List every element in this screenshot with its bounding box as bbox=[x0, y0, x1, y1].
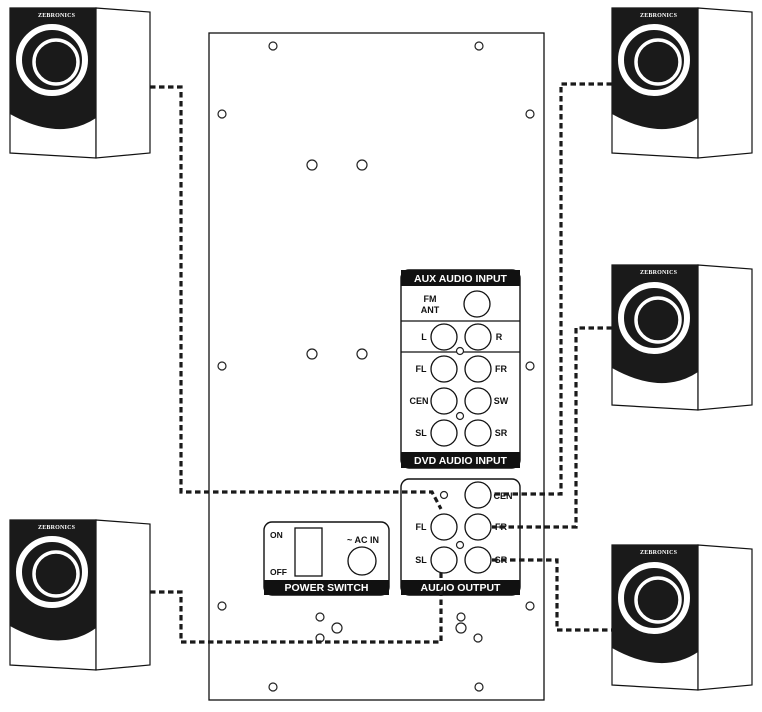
speaker-surround-right: ZEBRONICS bbox=[611, 544, 753, 691]
dvd-sl-jack[interactable] bbox=[430, 419, 458, 447]
dvd-sr-label: SR bbox=[495, 428, 508, 438]
panel-screw bbox=[455, 346, 465, 356]
panel-screw bbox=[439, 490, 449, 500]
aux-right-jack[interactable] bbox=[464, 323, 492, 351]
wire-surround-right bbox=[492, 558, 612, 632]
wire-front-right bbox=[492, 82, 612, 496]
ac-in-socket[interactable] bbox=[347, 546, 377, 576]
speaker-brand-label: ZEBRONICS bbox=[640, 270, 678, 276]
input-panel: AUX AUDIO INPUT DVD AUDIO INPUT FM ANT L… bbox=[400, 269, 521, 469]
dvd-fl-label: FL bbox=[416, 364, 427, 374]
speaker-brand-label: ZEBRONICS bbox=[640, 550, 678, 556]
speaker-front-right: ZEBRONICS bbox=[611, 7, 753, 159]
speaker-front-left: ZEBRONICS bbox=[9, 7, 151, 159]
out-sl-label: SL bbox=[415, 555, 427, 565]
speaker-brand-label: ZEBRONICS bbox=[640, 13, 678, 19]
dvd-fr-jack[interactable] bbox=[464, 355, 492, 383]
panel-screw bbox=[455, 411, 465, 421]
fm-ant-label-2: ANT bbox=[421, 305, 440, 315]
dvd-sw-jack[interactable] bbox=[464, 387, 492, 415]
dvd-audio-input-title: DVD AUDIO INPUT bbox=[414, 455, 508, 467]
out-sr-jack[interactable] bbox=[464, 546, 492, 574]
fm-ant-label: FM bbox=[424, 294, 437, 304]
power-switch-title: POWER SWITCH bbox=[285, 582, 369, 594]
power-rocker-switch[interactable] bbox=[294, 527, 323, 577]
dvd-header-bar bbox=[401, 452, 520, 468]
dvd-fr-label: FR bbox=[495, 364, 507, 374]
out-fr-jack[interactable] bbox=[464, 513, 492, 541]
speaker-center: ZEBRONICS bbox=[611, 264, 753, 411]
speaker-brand-label: ZEBRONICS bbox=[38, 525, 76, 531]
dvd-cen-jack[interactable] bbox=[430, 387, 458, 415]
power-off-label: OFF bbox=[270, 567, 287, 577]
dvd-sl-label: SL bbox=[415, 428, 427, 438]
ac-in-label: ~ AC IN bbox=[347, 535, 379, 545]
wire-surround-left bbox=[150, 572, 443, 644]
power-on-label: ON bbox=[270, 530, 283, 540]
aux-left-jack[interactable] bbox=[430, 323, 458, 351]
dvd-sr-jack[interactable] bbox=[464, 419, 492, 447]
output-panel: AUDIO OUTPUT CEN FL FR SL SR bbox=[400, 478, 521, 596]
audio-output-title: AUDIO OUTPUT bbox=[421, 582, 502, 594]
speaker-brand-label: ZEBRONICS bbox=[38, 13, 76, 19]
out-cen-label: CEN bbox=[493, 491, 512, 501]
out-fl-jack[interactable] bbox=[430, 513, 458, 541]
wire-front-left bbox=[150, 85, 443, 510]
aux-left-label: L bbox=[421, 332, 427, 342]
dvd-cen-label: CEN bbox=[409, 396, 428, 406]
speaker-surround-left: ZEBRONICS bbox=[9, 519, 151, 671]
out-sl-jack[interactable] bbox=[430, 546, 458, 574]
dvd-fl-jack[interactable] bbox=[430, 355, 458, 383]
audio-output-bar bbox=[401, 580, 520, 595]
mounting-holes bbox=[217, 41, 535, 692]
fm-antenna-jack[interactable] bbox=[463, 290, 491, 318]
dvd-sw-label: SW bbox=[494, 396, 509, 406]
aux-header-bar bbox=[401, 270, 520, 286]
wire-center bbox=[492, 326, 612, 529]
aux-audio-input-title: AUX AUDIO INPUT bbox=[414, 273, 508, 285]
power-switch-bar bbox=[264, 580, 389, 595]
aux-right-label: R bbox=[496, 332, 503, 342]
speaker-wires bbox=[150, 82, 612, 644]
out-cen-jack[interactable] bbox=[464, 481, 492, 509]
panel-screw bbox=[455, 540, 465, 550]
out-fl-label: FL bbox=[416, 522, 427, 532]
power-panel: POWER SWITCH ON OFF ~ AC IN bbox=[263, 521, 390, 596]
